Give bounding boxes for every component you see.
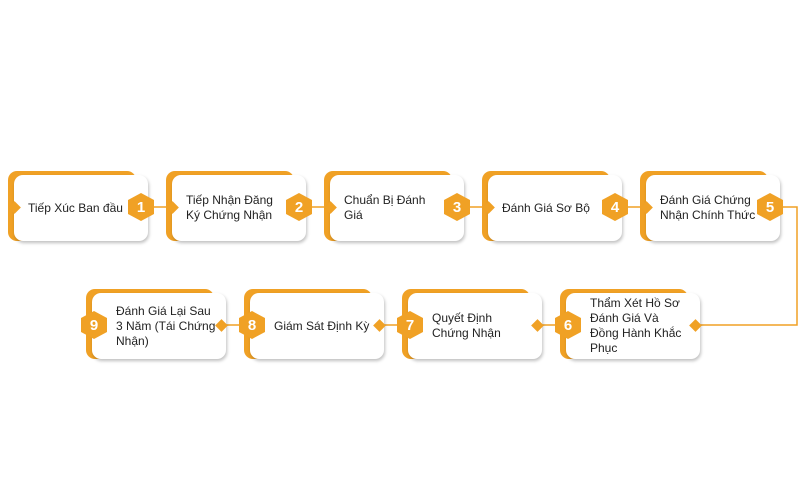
step-6-label: Thẩm Xét Hồ Sơ Đánh Giá Và Đồng Hành Khắ… — [590, 296, 682, 355]
step-3: Chuẩn Bị Đánh Giá — [324, 171, 464, 243]
connector-5-6 — [695, 206, 798, 326]
step-8-label: Giám Sát Định Kỳ — [274, 318, 370, 333]
step-7-label: Quyết Định Chứng Nhận — [432, 311, 501, 340]
step-4-label: Đánh Giá Sơ Bộ — [502, 200, 590, 215]
step-7-card: Quyết Định Chứng Nhận — [408, 293, 542, 359]
step-2-number-badge: 2 — [286, 193, 312, 221]
step-1-label: Tiếp Xúc Ban đầu — [28, 200, 123, 215]
step-9: Đánh Giá Lại Sau 3 Năm (Tái Chứng Nhận) — [86, 289, 226, 361]
step-2: Tiếp Nhận Đăng Ký Chứng Nhận — [166, 171, 306, 243]
step-3-label: Chuẩn Bị Đánh Giá — [344, 193, 426, 222]
step-1: Tiếp Xúc Ban đầu — [8, 171, 148, 243]
step-9-label: Đánh Giá Lại Sau 3 Năm (Tái Chứng Nhận) — [116, 303, 216, 348]
step-5-label: Đánh Giá Chứng Nhận Chính Thức — [660, 193, 756, 222]
step-8-card: Giám Sát Định Kỳ — [250, 293, 384, 359]
step-1-number-badge: 1 — [128, 193, 154, 221]
step-2-card: Tiếp Nhận Đăng Ký Chứng Nhận — [172, 175, 306, 241]
step-1-card: Tiếp Xúc Ban đầu — [14, 175, 148, 241]
step-6-card: Thẩm Xét Hồ Sơ Đánh Giá Và Đồng Hành Khắ… — [566, 293, 700, 359]
step-4: Đánh Giá Sơ Bộ — [482, 171, 622, 243]
step-7: Quyết Định Chứng Nhận — [402, 289, 542, 361]
step-3-card: Chuẩn Bị Đánh Giá — [330, 175, 464, 241]
step-4-card: Đánh Giá Sơ Bộ — [488, 175, 622, 241]
step-3-number-badge: 3 — [444, 193, 470, 221]
step-8: Giám Sát Định Kỳ — [244, 289, 384, 361]
step-6: Thẩm Xét Hồ Sơ Đánh Giá Và Đồng Hành Khắ… — [560, 289, 700, 361]
step-2-label: Tiếp Nhận Đăng Ký Chứng Nhận — [186, 193, 273, 222]
step-9-card: Đánh Giá Lại Sau 3 Năm (Tái Chứng Nhận) — [92, 293, 226, 359]
